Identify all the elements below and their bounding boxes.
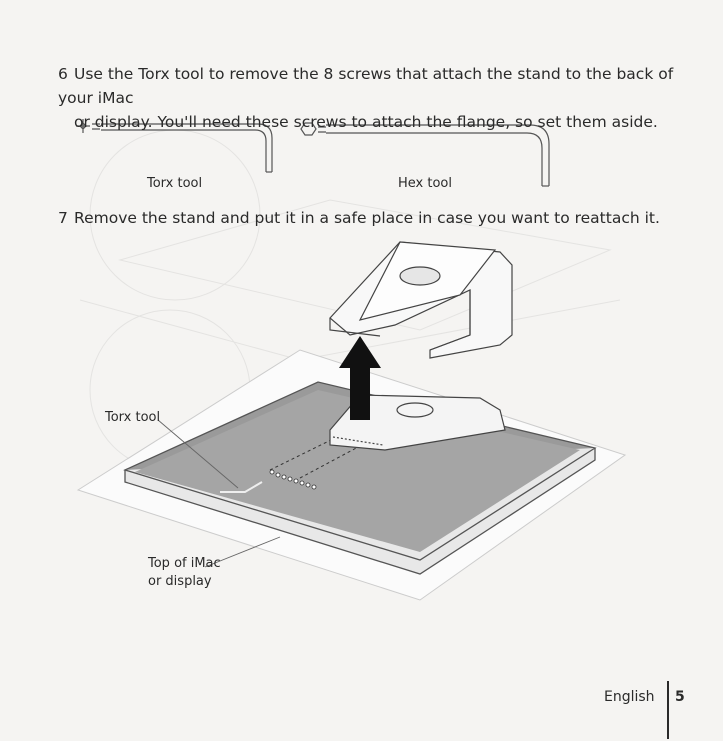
callout-leaders — [157, 419, 281, 568]
footer-language: English — [604, 689, 655, 705]
step-7-instruction: 7 Remove the stand and put it in a safe p… — [58, 206, 698, 230]
torx-tool-drawing — [76, 119, 273, 173]
top-of-imac-callout-line-2: or display — [148, 574, 212, 589]
step-6-line-2: or display. You'll need these screws to … — [74, 113, 658, 131]
step-6-line-1: Use the Torx tool to remove the 8 screws… — [58, 65, 674, 107]
step-6-number: 6 — [58, 65, 68, 83]
hex-tool-drawing — [300, 122, 550, 187]
screws-row — [269, 469, 317, 490]
lifted-stand — [329, 241, 513, 359]
page-number: 5 — [675, 689, 685, 705]
footer-divider — [667, 681, 669, 739]
stand-base-flange — [329, 394, 506, 451]
step-7-text: Remove the stand and put it in a safe pl… — [74, 209, 660, 227]
torx-tool-callout: Torx tool — [105, 410, 161, 425]
lift-arrow — [339, 336, 381, 420]
torx-tool-in-use — [220, 481, 263, 493]
step-7-number: 7 — [58, 209, 68, 227]
hex-tool-label: Hex tool — [398, 176, 452, 191]
top-of-imac-callout-line-1: Top of iMac — [148, 556, 221, 571]
torx-tool-label: Torx tool — [147, 176, 203, 191]
